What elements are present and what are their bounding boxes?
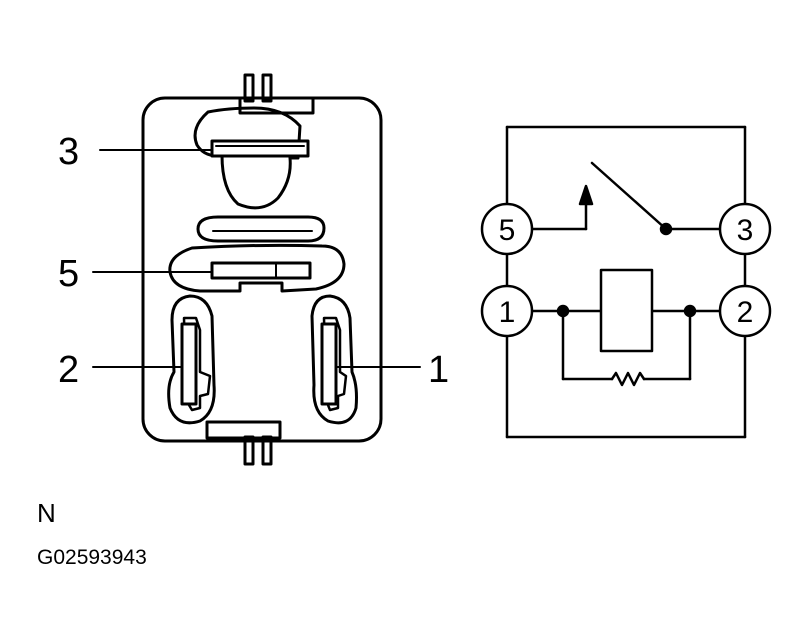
callout-2: 2	[58, 349, 79, 391]
pin5-blade	[210, 261, 312, 280]
terminal-3-circle	[718, 202, 772, 256]
caption-letter: N	[37, 498, 56, 528]
callout-5: 5	[58, 253, 79, 295]
relay-schematic	[480, 125, 772, 439]
figure-code: G02593943	[37, 546, 147, 569]
top-tab	[238, 73, 315, 115]
callout-3: 3	[58, 131, 79, 173]
resistor	[610, 371, 646, 387]
relay-body-view	[92, 73, 421, 466]
terminal-2-circle	[718, 284, 772, 338]
terminal-1-circle	[480, 284, 534, 338]
switch-pivot-dot	[659, 222, 673, 236]
terminal-2-label: 2	[737, 296, 754, 329]
contact-arrow	[578, 184, 594, 206]
terminal-1-label: 1	[499, 296, 516, 329]
pin2-housing-outline	[167, 294, 216, 425]
terminal-5-circle	[480, 202, 534, 256]
relay-coil	[599, 268, 654, 353]
pin2-blade	[180, 322, 198, 406]
callout-1: 1	[428, 349, 449, 391]
switch-blade	[590, 161, 668, 231]
pin1-blade	[320, 322, 338, 406]
center-slot	[196, 215, 326, 243]
bottom-tab	[205, 420, 282, 466]
pin3-housing-outline	[193, 106, 302, 210]
pin1-housing-outline	[310, 294, 358, 425]
pin3-blade	[210, 139, 310, 158]
terminal-3-label: 3	[737, 214, 754, 247]
terminal-5-label: 5	[499, 214, 516, 247]
